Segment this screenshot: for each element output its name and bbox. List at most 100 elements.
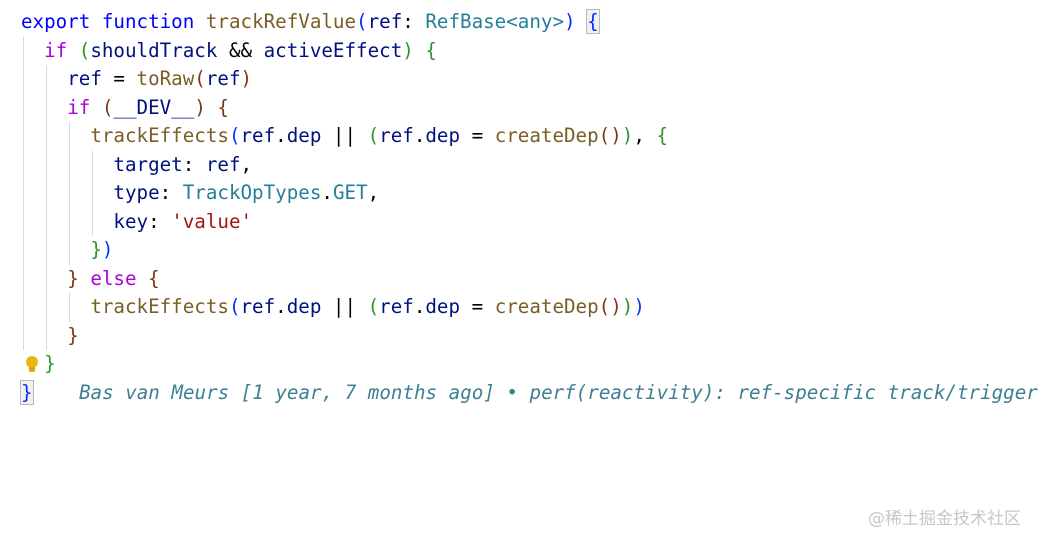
keyword-if: if [67,95,91,119]
colon: : [182,152,206,176]
paren: ) [621,295,634,318]
indent-guide [46,293,47,322]
indent-guide [46,236,47,265]
dot: . [275,295,287,318]
keyword-else: else [78,266,149,290]
operator-or: || [321,295,368,318]
comma: , [240,152,253,176]
indent-guide [23,179,24,208]
paren: () [598,295,622,318]
indent-guide [23,36,24,65]
indent-guide [23,264,24,293]
code-line-1[interactable]: export function trackRefValue(ref: RefBa… [0,8,1039,37]
dot: . [321,181,333,204]
identifier: ref [379,295,414,318]
operator-and: && [217,38,264,62]
code-line-5[interactable]: trackEffects(ref.dep || (ref.dep = creat… [0,122,1039,151]
indent-guide [69,179,70,208]
comma: , [633,124,657,147]
paren: ) [633,295,645,318]
paren: ( [356,10,368,33]
paren: ) [621,124,634,147]
dot: . [413,124,426,147]
indent-guide [23,293,24,322]
paren: ) [240,67,253,90]
indent-guide [23,93,24,122]
colon: : [159,181,183,204]
code-line-13[interactable]: } [0,350,1039,379]
indent-guide [23,65,24,94]
colon: : [148,209,172,233]
paren: ( [228,295,241,318]
indent-guide [46,65,47,94]
indent-guide [46,264,47,293]
indent-guide [69,236,70,265]
paren: ( [228,124,241,147]
code-line-9[interactable]: }) [0,236,1039,265]
identifier: ref [205,152,241,176]
indent-guide [46,150,47,179]
identifier: ref [67,67,102,90]
indent-guide [69,207,70,236]
code-line-10[interactable]: } else { [0,264,1039,293]
paren: ( [367,295,380,318]
code-line-3[interactable]: ref = toRaw(ref) [0,65,1039,94]
operator-assign: = [101,67,137,90]
code-editor[interactable]: export function trackRefValue(ref: RefBa… [0,8,1039,407]
watermark: @稀土掘金技术社区 [868,509,1021,529]
identifier: ref [205,67,241,90]
paren: ( [367,124,380,147]
paren: ( [90,95,114,119]
indent-guide [46,321,47,350]
code-line-8[interactable]: key: 'value' [0,207,1039,236]
brace: { [148,266,160,290]
paren: ) [101,238,114,261]
identifier: dep [286,295,322,318]
indent-guide [46,207,47,236]
keyword-export: export [21,10,91,33]
function-call: createDep [494,124,599,147]
identifier: dep [425,124,461,147]
type-name: RefBase [425,10,507,33]
indent-guide [69,293,70,322]
code-line-12[interactable]: } [0,321,1039,350]
object-key: type [113,181,160,204]
identifier: dep [425,295,461,318]
operator-assign: = [460,295,495,318]
brace: { [656,124,668,147]
lightbulb-icon[interactable] [25,356,39,374]
paren: ) [564,10,576,33]
indent-guide [69,150,70,179]
indent-guide [23,236,24,265]
indent-guide [46,179,47,208]
object-key: target [113,152,183,176]
identifier: shouldTrack [90,38,218,62]
indent-guide [92,179,93,208]
enum-name: TrackOpTypes [182,181,322,204]
function-call: trackEffects [90,295,229,318]
brace: } [90,238,102,261]
keyword-if: if [44,38,68,62]
code-line-14[interactable]: }Bas van Meurs [1 year, 7 months ago] • … [0,378,1039,407]
brace: } [44,352,56,375]
indent-guide [23,122,24,151]
code-line-6[interactable]: target: ref, [0,150,1039,179]
function-call: toRaw [136,67,195,90]
git-blame-annotation[interactable]: Bas van Meurs [1 year, 7 months ago] • p… [79,380,1038,404]
indent-guide [92,150,93,179]
identifier: __DEV__ [113,95,195,119]
code-line-7[interactable]: type: TrackOpTypes.GET, [0,179,1039,208]
code-line-11[interactable]: trackEffects(ref.dep || (ref.dep = creat… [0,293,1039,322]
param-name: ref [367,10,403,33]
identifier: dep [286,124,322,147]
space [576,10,588,33]
operator-assign: = [460,124,495,147]
dot: . [413,295,426,318]
function-call: trackEffects [90,124,229,147]
keyword-function: function [101,10,195,33]
function-call: createDep [494,295,599,318]
code-line-2[interactable]: if (shouldTrack && activeEffect) { [0,36,1039,65]
indent-guide [69,122,70,151]
brace: { [413,38,437,62]
code-line-4[interactable]: if (__DEV__) { [0,93,1039,122]
